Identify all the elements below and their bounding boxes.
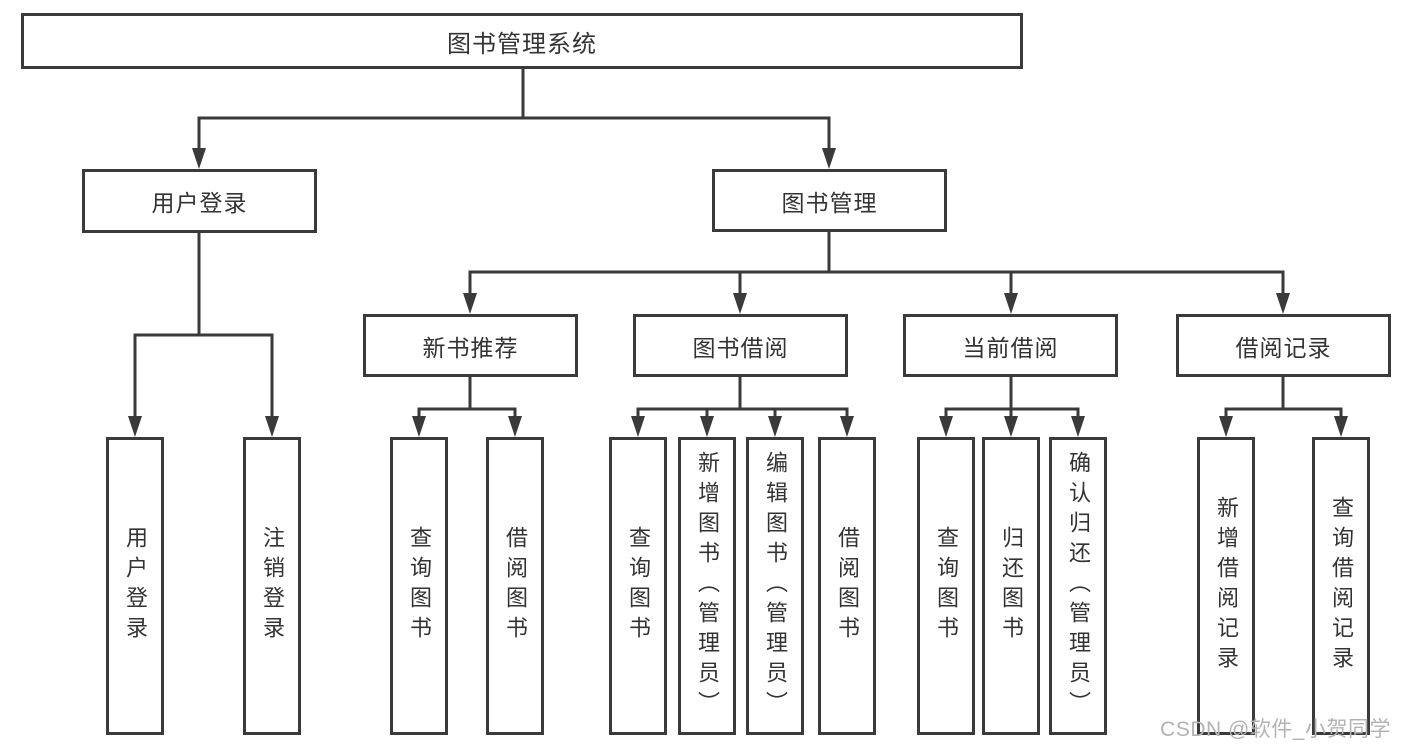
leaf-borrow-books: 借阅图书 <box>818 437 876 735</box>
connector-user-login-rail <box>133 333 274 419</box>
node-borrow-records: 借阅记录 <box>1176 314 1391 377</box>
connector-level2-rail <box>197 116 831 152</box>
leaf-edit-books-admin: 编辑图书（管理员） <box>746 437 804 735</box>
node-current-borrow: 当前借阅 <box>903 314 1118 377</box>
connector-new-rec-rail <box>417 407 517 420</box>
leaf-query-books-current: 查询图书 <box>917 437 975 735</box>
leaf-query-books-recommend: 查询图书 <box>390 437 448 735</box>
arrowheads <box>128 148 1348 437</box>
leaf-borrow-books-recommend: 借阅图书 <box>486 437 544 735</box>
connector-level3-rail <box>468 270 1285 297</box>
leaf-add-borrow-record: 新增借阅记录 <box>1197 437 1255 735</box>
node-book-management: 图书管理 <box>712 169 947 232</box>
node-user-login: 用户登录 <box>82 169 317 233</box>
connector-book-borrow-rail <box>636 407 849 420</box>
leaf-add-books-admin: 新增图书（管理员） <box>678 437 736 735</box>
leaf-return-books: 归还图书 <box>982 437 1040 735</box>
leaf-query-borrow-record: 查询借阅记录 <box>1312 437 1370 735</box>
leaf-logout: 注销登录 <box>243 437 301 735</box>
node-new-book-recommend: 新书推荐 <box>363 314 578 377</box>
leaf-query-books-borrow: 查询图书 <box>609 437 667 735</box>
leaf-user-login: 用户登录 <box>106 437 164 735</box>
node-root-library-system: 图书管理系统 <box>21 13 1023 69</box>
connector-records-rail <box>1224 407 1343 420</box>
leaf-confirm-return-admin: 确认归还（管理员） <box>1049 437 1107 735</box>
node-book-borrow: 图书借阅 <box>633 314 848 377</box>
